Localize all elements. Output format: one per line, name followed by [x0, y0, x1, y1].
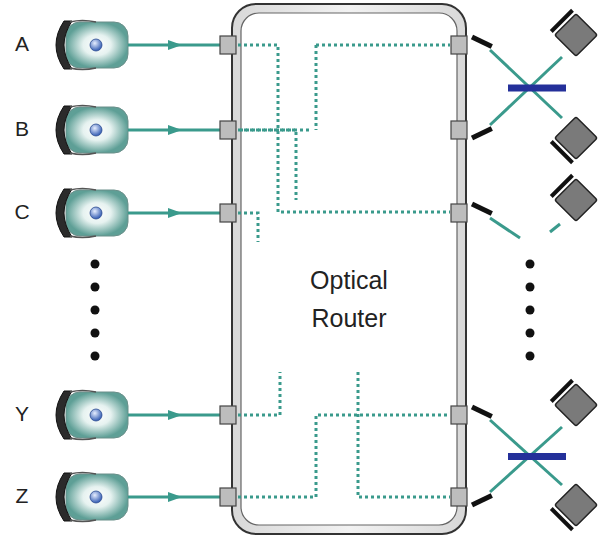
beam-splitter [508, 453, 566, 460]
channel-label: C [14, 201, 29, 222]
port [220, 36, 236, 54]
mirror [472, 407, 492, 417]
channel-label: Y [15, 403, 29, 424]
ellipsis-dot [91, 329, 100, 338]
detector [551, 10, 597, 56]
detector [551, 380, 597, 426]
beam [490, 420, 562, 485]
router-paths [238, 45, 450, 497]
ellipsis-dot [91, 352, 100, 361]
port [451, 121, 467, 139]
ion-traps [56, 21, 222, 522]
detector [551, 175, 597, 221]
channel-label: B [15, 118, 29, 139]
router-label: Optical Router [284, 261, 414, 337]
detector [551, 484, 597, 530]
port [220, 406, 236, 424]
route-path [238, 45, 450, 212]
beam [490, 50, 562, 118]
beam [490, 218, 520, 238]
port [451, 488, 467, 506]
mirror [472, 495, 492, 505]
ellipsis-dot [526, 329, 535, 338]
ellipsis-dots [91, 260, 535, 361]
route-path [238, 213, 258, 242]
ion-trap [56, 473, 222, 522]
ion-trap [56, 21, 222, 70]
route-path [316, 44, 450, 47]
port [220, 204, 236, 222]
router-housing [232, 4, 466, 534]
port [451, 204, 467, 222]
channel-label: Z [16, 485, 29, 506]
route-path [240, 129, 310, 132]
router-box: Optical Router [232, 4, 466, 534]
port [451, 36, 467, 54]
ion-trap [56, 391, 222, 440]
mirror [472, 204, 492, 214]
ellipsis-dot [526, 283, 535, 292]
mirror [472, 128, 492, 138]
ellipsis-dot [91, 306, 100, 315]
port [451, 406, 467, 424]
ellipsis-dot [91, 283, 100, 292]
beam-splitter [508, 85, 566, 92]
detector [551, 117, 597, 163]
route-path [358, 372, 450, 497]
route-path [238, 415, 450, 497]
ellipsis-dot [91, 260, 100, 269]
detectors [472, 10, 597, 529]
ellipsis-dot [526, 260, 535, 269]
port [220, 488, 236, 506]
router-ports [220, 36, 467, 506]
ion-trap [56, 106, 222, 155]
channel-label: A [15, 33, 29, 54]
route-path [238, 372, 280, 415]
route-path [238, 130, 296, 200]
port [220, 121, 236, 139]
mirror [472, 37, 492, 47]
ellipsis-dot [526, 306, 535, 315]
ellipsis-dot [526, 352, 535, 361]
beam [550, 224, 560, 232]
route-path [315, 45, 318, 130]
ion-trap [56, 189, 222, 238]
